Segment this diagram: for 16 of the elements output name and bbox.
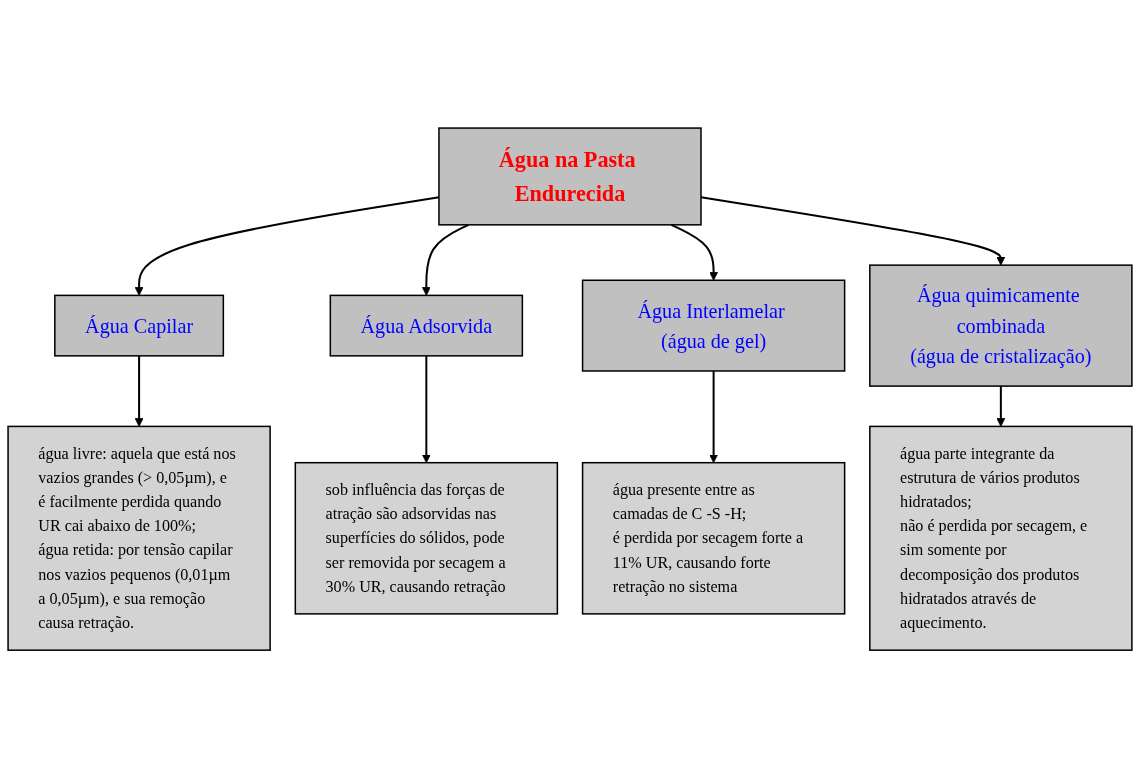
node-box	[581, 279, 846, 372]
arrow	[996, 385, 1006, 427]
node-box	[54, 294, 225, 357]
node-box	[329, 294, 524, 357]
arrow	[709, 370, 719, 463]
flowchart: Água na Pasta Endurecida Água Capilar Água Adsorvida Água Interlamelar (água de gel) Água quimicamente combinada (água de cristalização) água livre: aquela que está nos vazios grandes (> 0,05µm), e é facilmente perdida quando UR cai abaixo de 100%; água retida: por tensão capilar nos vazios pequenos (0,01µm a 0,05µm), e sua remoção causa retração. sob influência das forças de atração são adsorvidas nas superfícies do sólidos, pode ser removida por secagem a 30% UR, causando retração água presente entre as camadas de C -S -H; é perdida por secagem forte a 11% UR, causando forte retração no sistema água parte integrante da estrutura de vários produtos hidratados; não é perdida por secagem, e sim somente por decomposição dos produtos hidratados através de aquecimento.	[0, 119, 1140, 659]
arrow	[421, 223, 470, 296]
arrow	[421, 355, 431, 463]
node-box	[869, 425, 1133, 651]
node-box	[294, 461, 559, 615]
node-box	[869, 264, 1133, 387]
arrow	[670, 223, 719, 281]
arrow	[134, 355, 144, 427]
node-box	[581, 461, 846, 615]
node-box	[438, 127, 702, 226]
node-box	[7, 425, 271, 651]
